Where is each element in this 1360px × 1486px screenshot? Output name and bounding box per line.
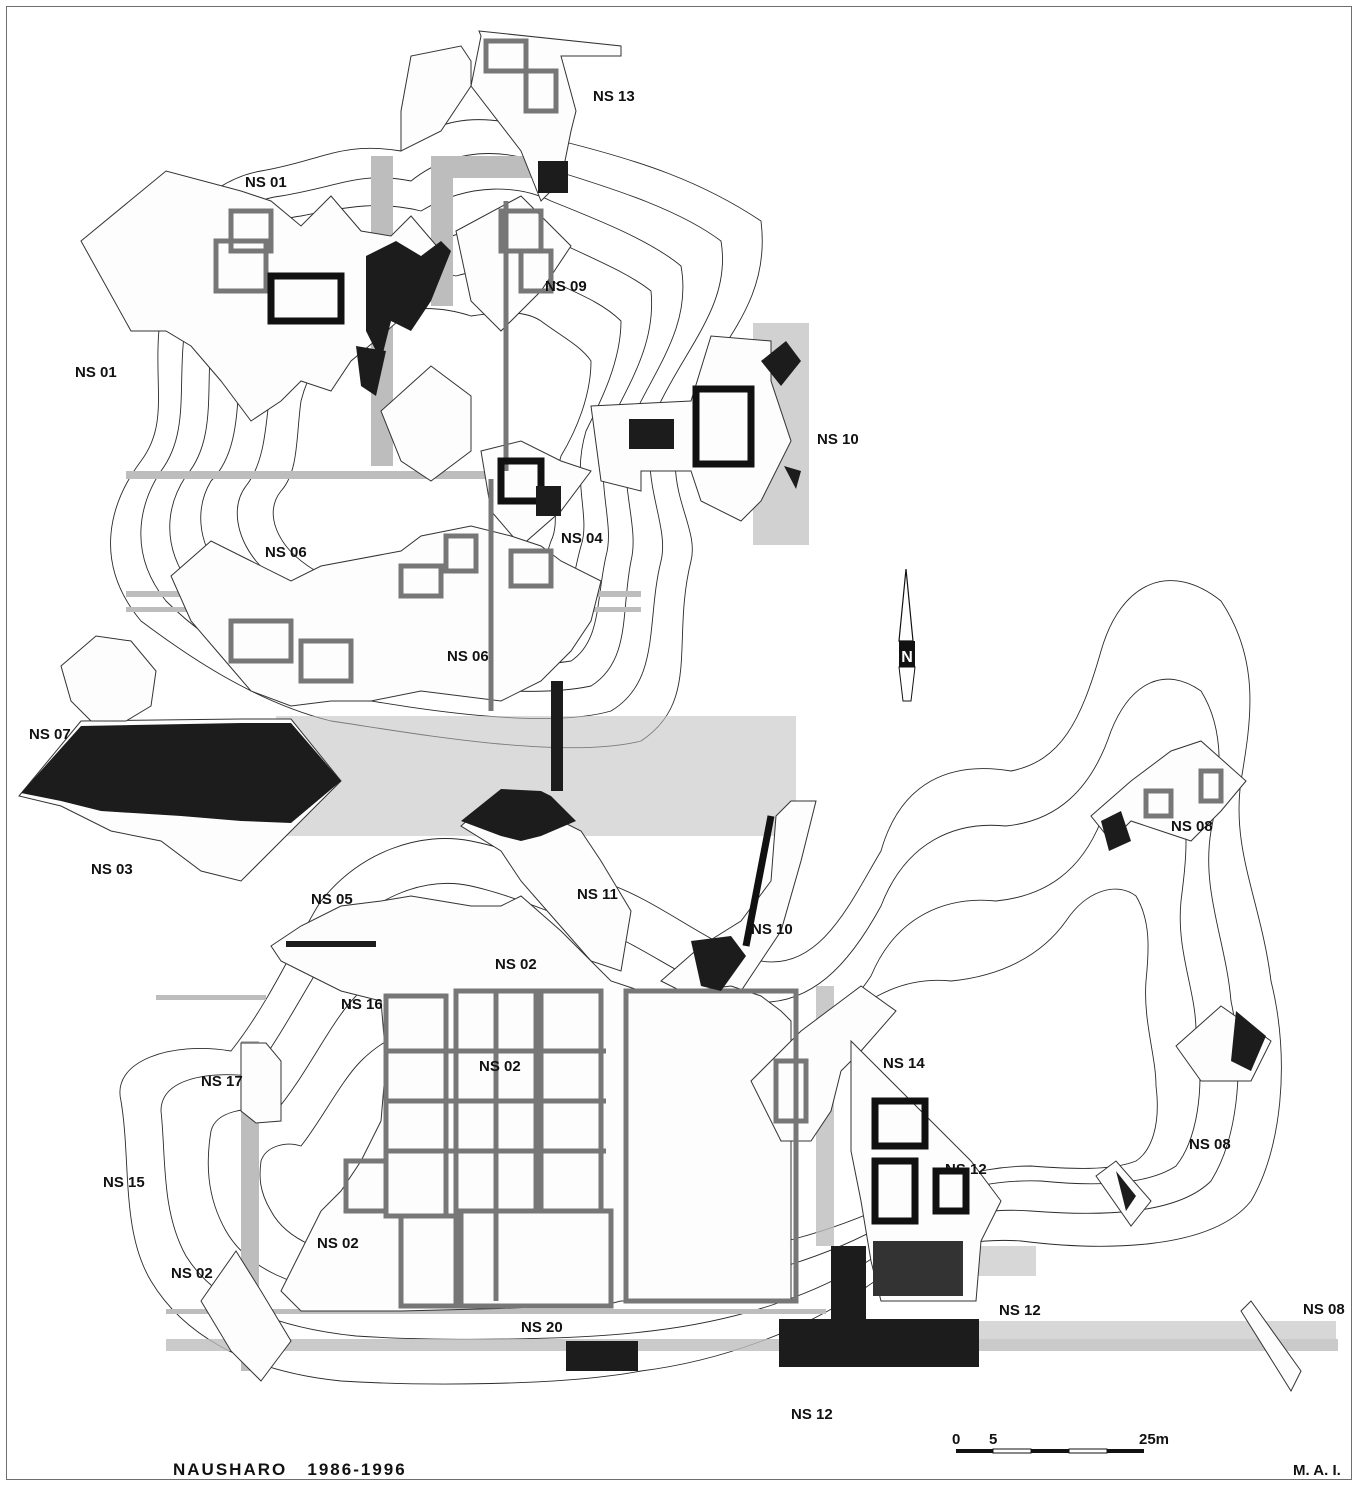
scale-bar-end: 25m <box>1139 1431 1169 1448</box>
map-title: NAUSHARO 1986-1996 <box>173 1460 407 1479</box>
site-label: NS 12 <box>791 1406 833 1423</box>
scale-bar-zero: 0 <box>952 1431 960 1448</box>
site-label: NS 02 <box>317 1235 359 1252</box>
trench-ns12 <box>850 1039 1002 1302</box>
trench-ns09 <box>455 195 572 332</box>
site-label: NS 08 <box>1303 1301 1345 1318</box>
site-label: NS 08 <box>1171 818 1213 835</box>
site-label: NS 08 <box>1189 1136 1231 1153</box>
site-label: NS 03 <box>91 861 133 878</box>
site-label: NS 10 <box>817 431 859 448</box>
site-label: NS 09 <box>545 278 587 295</box>
site-label: NS 14 <box>883 1055 925 1072</box>
trench-ns10-north <box>590 335 792 522</box>
map-frame: N NS 13 NS 01 NS 09 NS 01 NS 10 NS 04 NS… <box>6 6 1352 1480</box>
site-label: NS 12 <box>945 1161 987 1178</box>
site-label: NS 01 <box>75 364 117 381</box>
outer-boundary-south <box>119 580 1282 1385</box>
site-label: NS 06 <box>447 648 489 665</box>
map-credit: M. A. I. <box>1293 1462 1341 1479</box>
site-plan: N NS 13 NS 01 NS 09 NS 01 NS 10 NS 04 NS… <box>18 30 1345 1479</box>
outer-boundary-north <box>110 119 763 749</box>
scale-bar-five: 5 <box>989 1431 997 1448</box>
site-label: NS 02 <box>479 1058 521 1075</box>
site-label: NS 13 <box>593 88 635 105</box>
trench-ns15 <box>200 1250 292 1382</box>
survey-band-south <box>166 1339 1338 1351</box>
trench-ns17 <box>240 1042 282 1124</box>
scale-bar: 0 5 25m <box>952 1431 1169 1454</box>
site-label: NS 01 <box>245 174 287 191</box>
north-arrow-letter: N <box>901 649 913 666</box>
site-label: NS 02 <box>171 1265 213 1282</box>
site-label: NS 12 <box>999 1302 1041 1319</box>
architecture-walls <box>213 38 1224 1309</box>
site-label: NS 07 <box>29 726 71 743</box>
site-label: NS 17 <box>201 1073 243 1090</box>
trench-ns07-ring <box>60 635 157 722</box>
site-label: NS 15 <box>103 1174 145 1191</box>
trenches <box>18 30 1302 1393</box>
site-label: NS 02 <box>495 956 537 973</box>
dark-architecture <box>21 161 1266 1371</box>
site-labels: NS 13 NS 01 NS 09 NS 01 NS 10 NS 04 NS 0… <box>29 88 1345 1423</box>
site-label: NS 10 <box>751 921 793 938</box>
site-label: NS 20 <box>521 1319 563 1336</box>
trench-ns08-southeast <box>1240 1300 1302 1393</box>
site-label: NS 16 <box>341 996 383 1013</box>
north-arrow: N <box>898 568 916 702</box>
site-label: NS 06 <box>265 544 307 561</box>
site-label: NS 04 <box>561 530 603 547</box>
north-arrow-needle <box>898 568 914 642</box>
site-label: NS 11 <box>577 886 618 903</box>
site-label: NS 05 <box>311 891 353 908</box>
